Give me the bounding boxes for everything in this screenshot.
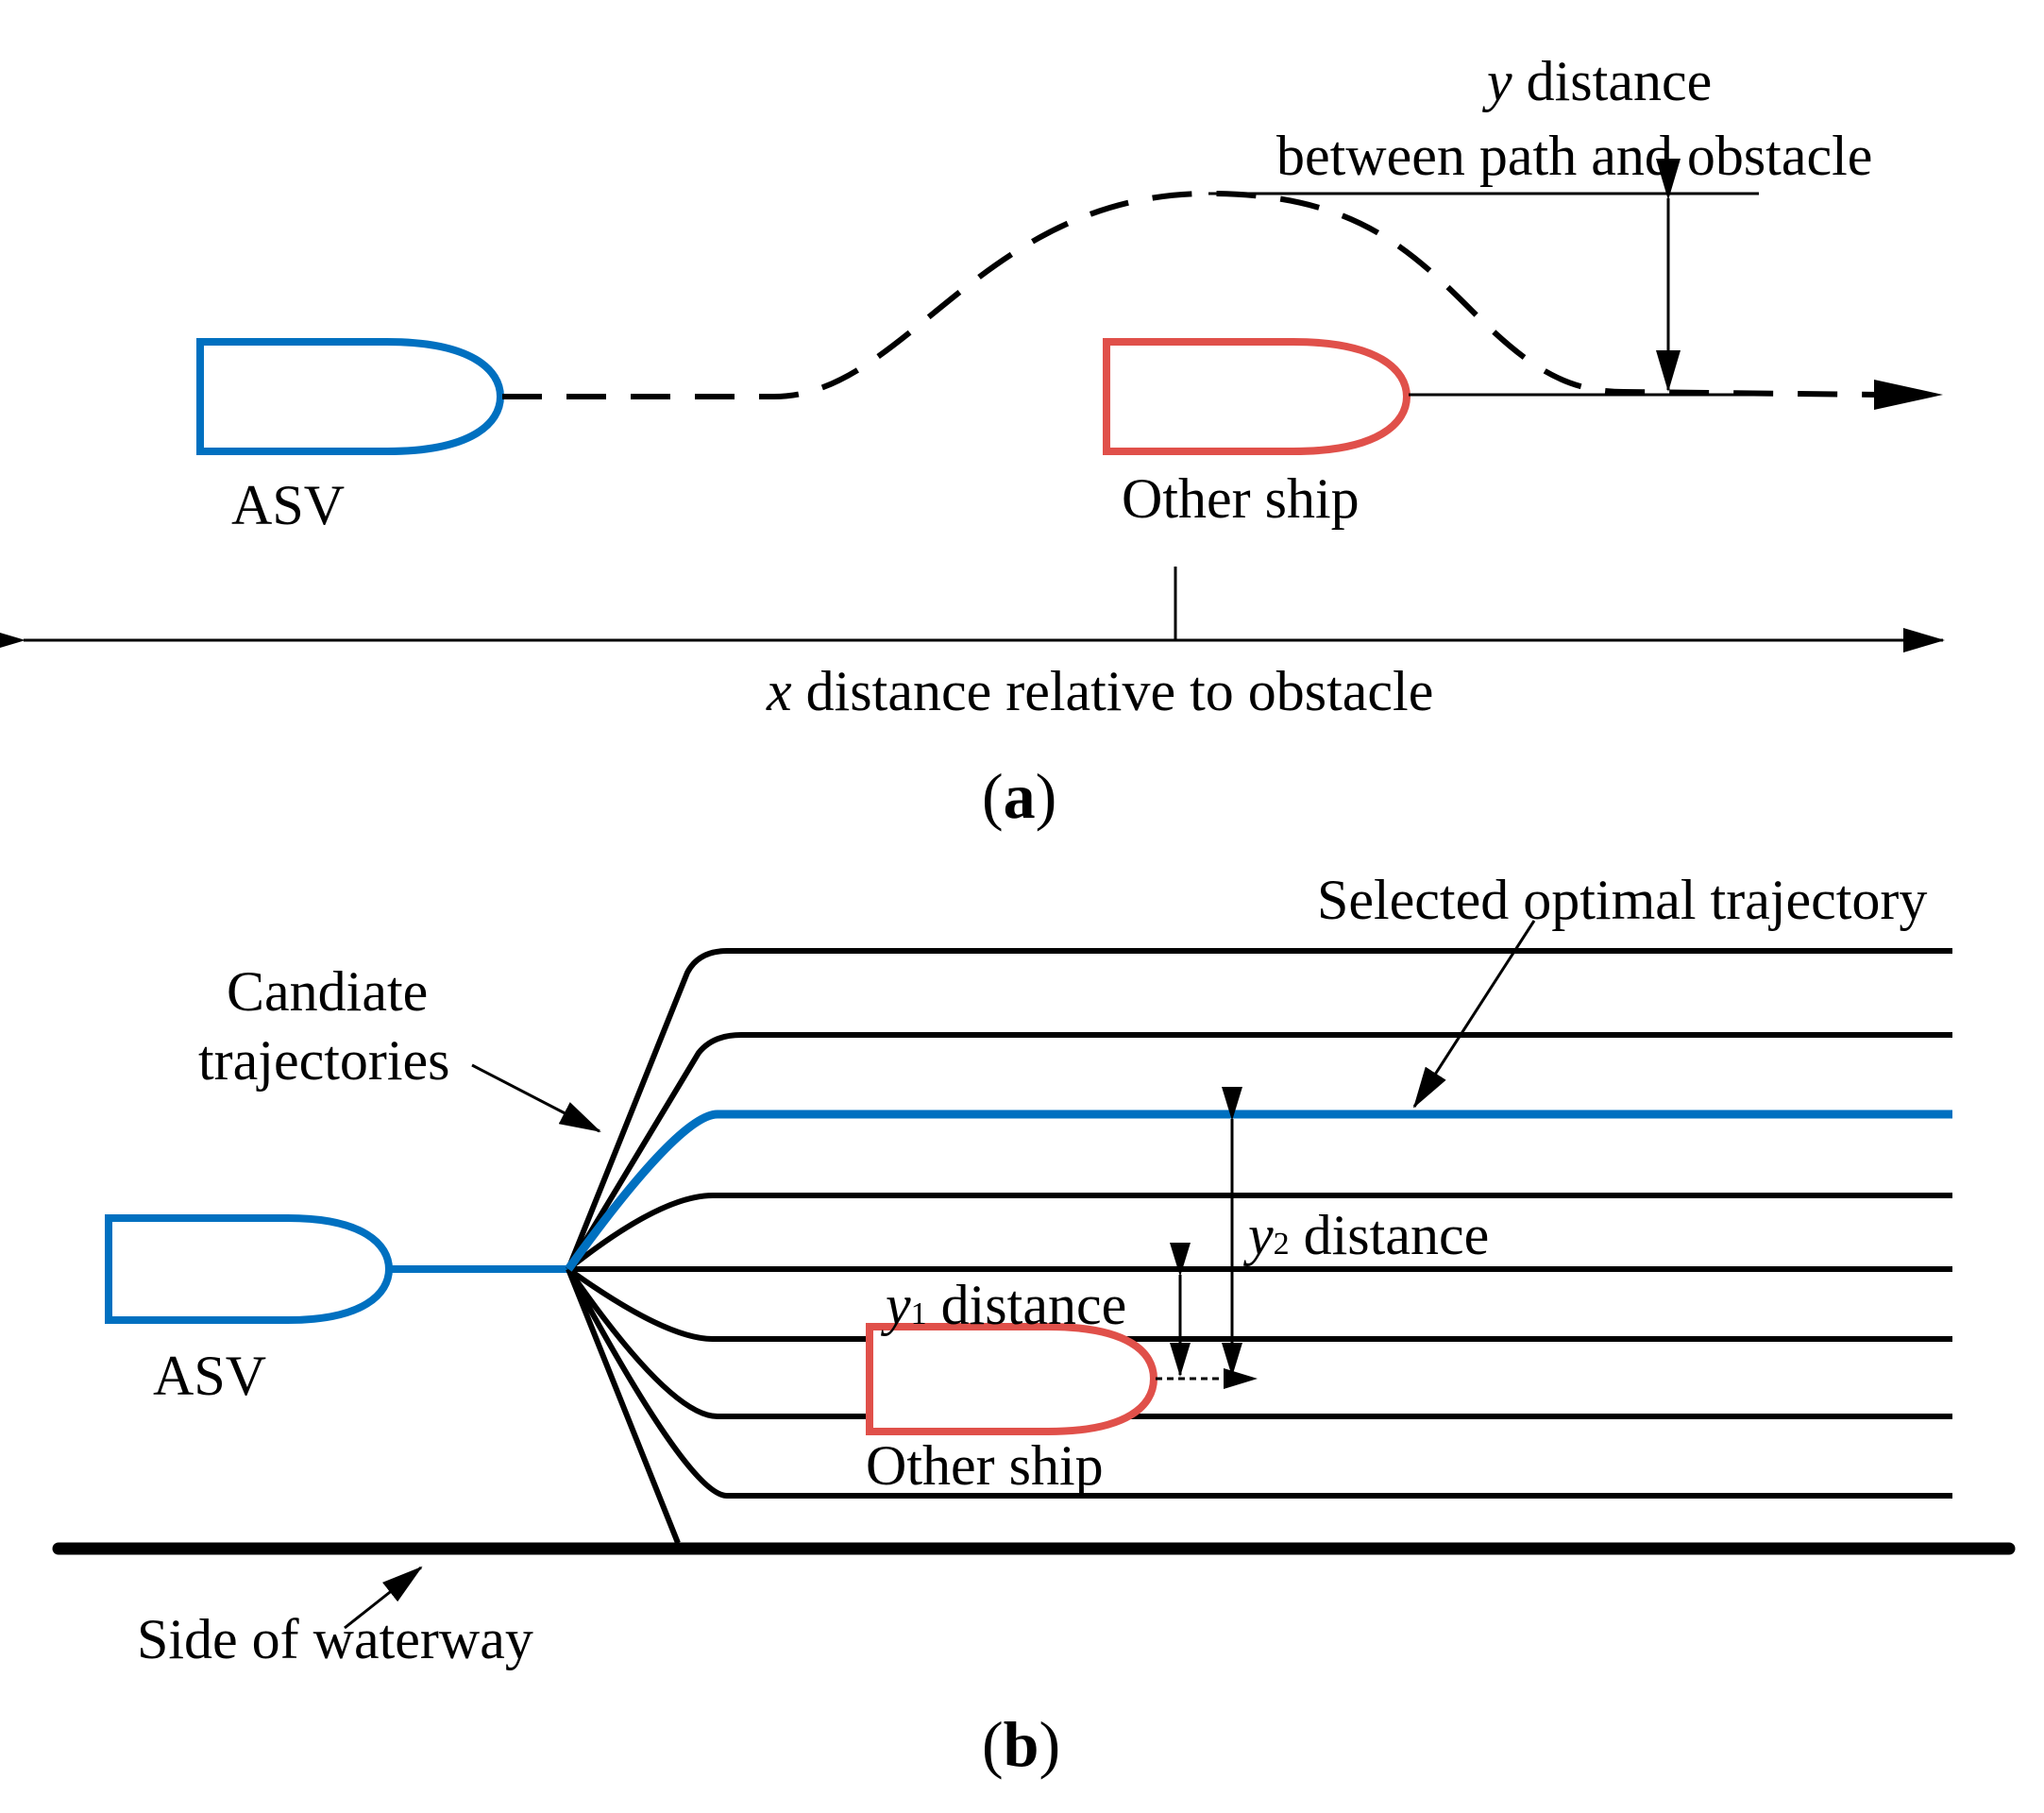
caption-b-open: ( xyxy=(982,1708,1004,1780)
y1-subscript: 1 xyxy=(911,1296,927,1331)
y-distance-subtitle: between path and obstacle xyxy=(1276,125,1872,187)
waterway-label: Side of waterway xyxy=(137,1608,533,1670)
caption-b-close: ) xyxy=(1039,1708,1060,1780)
y-distance-text: distance xyxy=(1512,50,1713,112)
candidate-trajectory xyxy=(566,1193,1952,1272)
other-ship-icon xyxy=(866,1323,1158,1435)
x-distance-label: x distance relative to obstacle xyxy=(766,660,1433,722)
candidate-trajectory xyxy=(566,1267,1952,1419)
panel-b-other-ship-label: Other ship xyxy=(866,1434,1104,1497)
selected-label-arrow xyxy=(1412,920,1536,1109)
panel-a-other-ship-label: Other ship xyxy=(1122,467,1360,530)
panel-a-asv-label: ASV xyxy=(231,474,345,536)
caption-a-letter: a xyxy=(1004,760,1036,832)
y2-distance-label: y2 distance xyxy=(1242,1204,1489,1266)
x-distance-text: distance relative to obstacle xyxy=(792,660,1434,722)
y2-distance-text: distance xyxy=(1290,1204,1490,1266)
panel-b-asv-label: ASV xyxy=(153,1345,266,1407)
candidate-trajectory xyxy=(566,948,1952,1271)
avoidance-path xyxy=(502,190,1880,399)
caption-a: (a) xyxy=(982,760,1056,832)
caption-a-open: ( xyxy=(982,760,1004,832)
y-distance-label: y distance xyxy=(1481,50,1712,112)
path-arrow-head xyxy=(1874,380,1943,410)
candidate-label-line1: Candiate xyxy=(227,960,428,1023)
candidate-trajectory xyxy=(566,1267,1952,1499)
y1-variable: y xyxy=(880,1274,911,1336)
caption-b: (b) xyxy=(982,1708,1060,1780)
candidate-label-arrow xyxy=(471,1063,601,1133)
waterway-label-arrow xyxy=(344,1566,423,1630)
asv-boat-icon xyxy=(196,338,505,455)
candidate-trajectory xyxy=(566,1266,1952,1342)
panel-b: Selected optimal trajectory Candiate tra… xyxy=(52,869,2016,1780)
caption-b-letter: b xyxy=(1004,1708,1039,1780)
asv-boat-icon xyxy=(105,1214,394,1324)
candidate-trajectory xyxy=(566,1032,1952,1271)
y1-distance-label: y1 distance xyxy=(880,1274,1126,1336)
other-ship-icon xyxy=(1103,338,1411,455)
y1-distance-text: distance xyxy=(927,1274,1127,1336)
y-variable: y xyxy=(1481,50,1512,112)
selected-optimal-trajectory xyxy=(565,1110,1952,1272)
y2-variable: y xyxy=(1242,1204,1274,1266)
x-variable: x xyxy=(766,660,792,722)
y2-subscript: 2 xyxy=(1274,1227,1290,1262)
selected-trajectory-label: Selected optimal trajectory xyxy=(1317,869,1927,931)
candidate-label-line2: trajectories xyxy=(198,1029,450,1092)
candidate-trajectories xyxy=(566,948,1952,1545)
panel-a: ASV Other ship y distance between path a… xyxy=(0,50,1945,832)
candidate-trajectory xyxy=(566,1267,681,1545)
caption-a-close: ) xyxy=(1036,760,1057,832)
